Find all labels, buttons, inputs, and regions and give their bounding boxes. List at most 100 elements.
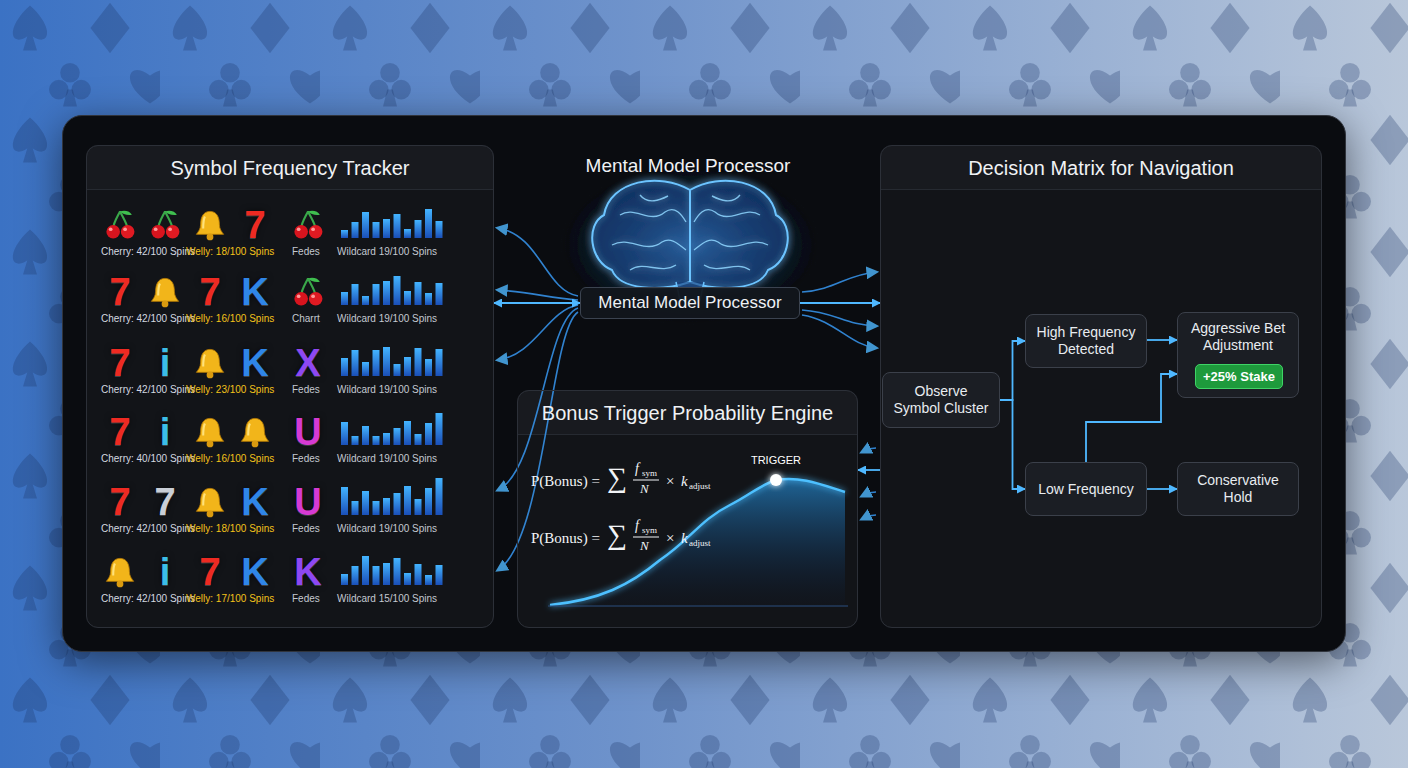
frequency-bar [352,284,359,305]
connector [1000,341,1025,400]
bell-icon [151,278,178,307]
frequency-bar [383,498,390,515]
action-box: Conservative Hold [1177,462,1299,516]
cherry-icon [294,211,322,239]
formula-subscript: sym [642,468,657,478]
frequency-bar [352,566,359,585]
frequency-bar [352,436,359,445]
frequency-bar [341,230,348,238]
fraction-bar [633,480,659,481]
formula-text: N [640,538,649,553]
frequency-caption: Cherry: 42/100 Spins [101,593,195,605]
slot-glyph: K [286,550,330,594]
slot-glyph: 7 [98,410,142,454]
frequency-caption: Wildcard 15/100 Spins [337,593,437,605]
frequency-caption: Wildcard 19/100 Spins [337,523,437,535]
frequency-bar [352,222,359,238]
node-title: High Frequency Detected [1034,324,1138,358]
frequency-bar [373,350,380,376]
slot-glyph: U [286,410,330,454]
slot-glyph: 7 [98,270,142,314]
frequency-bar [415,348,422,376]
frequency-caption: Welly: 16/100 Spins [186,313,274,325]
frequency-bar [425,575,432,585]
frequency-caption: Cherry: 42/100 Spins [101,313,195,325]
frequency-caption: Fedes [292,453,320,465]
frequency-bar [383,219,390,238]
frequency-bar [415,282,422,305]
frequency-caption: Fedes [292,593,320,605]
frequency-bar [436,478,443,515]
frequency-caption: Fedes [292,384,320,396]
frequency-bar [394,558,401,585]
frequency-caption: Cherry: 42/100 Spins [101,246,195,258]
frequency-bar [425,359,432,376]
frequency-bar [383,433,390,445]
slot-glyph: K [233,270,277,314]
connector [800,302,880,304]
slot-glyph: K [233,341,277,385]
formula-text: k [681,472,688,490]
frequency-bar [341,422,348,445]
action-box: Aggressive Bet Adjustment+25% Stake [1177,312,1299,398]
brain [560,165,820,325]
frequency-bar [425,209,432,238]
stake-badge: +25% Stake [1195,364,1283,389]
frequency-bar [352,501,359,515]
formula-sum: ∑ [607,462,627,494]
frequency-bar [394,493,401,515]
frequency-caption: Welly: 18/100 Spins [186,523,274,535]
node-title: Observe Symbol Cluster [891,383,991,417]
slot-glyph: 7 [143,480,187,524]
frequency-bar [341,487,348,515]
frequency-bar [415,434,422,445]
frequency-bar [341,358,348,376]
slot-glyph: 7 [188,550,232,594]
frequency-bar [373,222,380,238]
frequency-caption: Fedes [292,246,320,258]
frequency-bar [404,486,411,515]
node-title: Mental Model Processor [598,293,781,313]
slot-glyph: i [143,550,187,594]
formula-text: f [635,518,639,534]
frequency-bar [436,221,443,238]
frequency-bar [362,556,369,585]
frequency-bar [415,564,422,585]
slot-glyph: 7 [98,341,142,385]
frequency-bar [415,499,422,515]
frequency-bar [362,212,369,238]
cherry-icon [294,278,322,306]
frequency-bar [362,491,369,515]
frequency-bar [404,291,411,305]
cherry-icon [106,211,134,239]
slot-glyph: i [143,410,187,454]
frequency-bar [341,574,348,585]
slot-glyph: i [143,341,187,385]
connector [1147,339,1177,341]
frequency-bar [425,488,432,515]
frequency-caption: Welly: 16/100 Spins [186,453,274,465]
connector [858,469,880,471]
frequency-bar [373,284,380,305]
frequency-caption: Cherry: 42/100 Spins [101,523,195,535]
frequency-bar [425,293,432,305]
frequency-bar [415,220,422,238]
frequency-bar [373,436,380,445]
node-title: Low Frequency [1038,481,1134,498]
node-title: Bonus Trigger Probability Engine [518,391,857,425]
bell-icon [196,488,223,517]
frequency-bar [383,281,390,305]
slot-glyph: U [286,480,330,524]
frequency-caption: Welly: 17/100 Spins [186,593,274,605]
frequency-caption: Welly: 18/100 Spins [186,246,274,258]
frequency-bar [436,349,443,376]
decision-panel: Decision Matrix for NavigationObserve Sy… [880,145,1322,628]
formula-text: N [640,481,649,496]
bell-icon [106,558,133,587]
formula-subscript: adjust [689,481,711,491]
formula-text: × [666,472,674,490]
frequency-bar [404,573,411,585]
condition-box: Low Frequency [1025,462,1147,516]
frequency-bar [436,565,443,585]
